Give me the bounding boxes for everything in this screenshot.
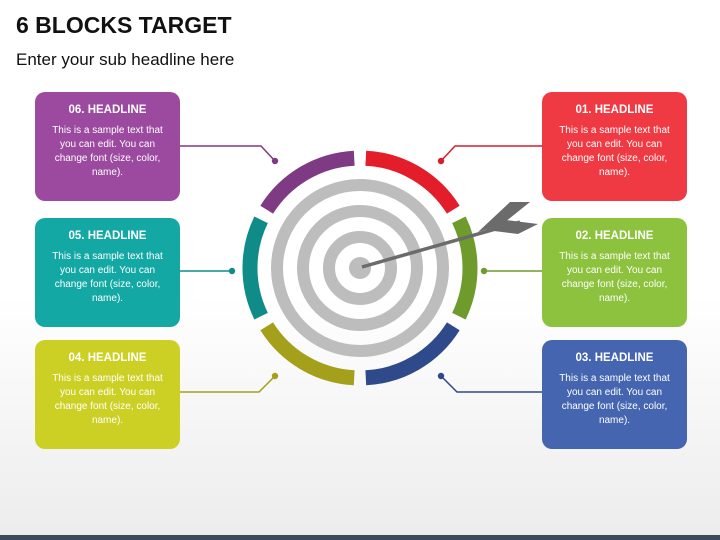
block-03[interactable]: 03. HEADLINE This is a sample text that … <box>542 340 687 449</box>
block-02[interactable]: 02. HEADLINE This is a sample text that … <box>542 218 687 327</box>
connector-06 <box>180 145 276 162</box>
block-01-headline: 01. HEADLINE <box>575 104 654 116</box>
target-bullseye <box>349 257 371 279</box>
block-06-text: This is a sample text that you can edit.… <box>52 125 163 178</box>
segment-ring <box>242 150 478 386</box>
block-03-headline: 03. HEADLINE <box>575 352 654 364</box>
arrow-icon <box>361 202 538 269</box>
connectors <box>180 145 542 393</box>
block-01[interactable]: 01. HEADLINE This is a sample text that … <box>542 92 687 201</box>
connector-04-dot <box>271 372 279 380</box>
block-04[interactable]: 04. HEADLINE This is a sample text that … <box>35 340 180 449</box>
block-04-text: This is a sample text that you can edit.… <box>52 373 163 426</box>
block-05-headline: 05. HEADLINE <box>68 230 147 242</box>
block-06[interactable]: 06. HEADLINE This is a sample text that … <box>35 92 180 201</box>
connector-02-dot <box>480 267 488 275</box>
block-06-headline: 06. HEADLINE <box>68 104 147 116</box>
block-02-headline: 02. HEADLINE <box>575 230 654 242</box>
arrow-fletch-top <box>478 202 530 232</box>
target-ring-middle <box>297 205 423 331</box>
target-ring-inner <box>323 231 397 305</box>
connector-06-dot <box>271 157 279 165</box>
ring-segment-02 <box>452 216 478 320</box>
ring-segment-01 <box>365 150 460 214</box>
block-05-text: This is a sample text that you can edit.… <box>52 251 163 304</box>
block-04-headline: 04. HEADLINE <box>68 352 147 364</box>
connector-01-dot <box>437 157 445 165</box>
target-ring-outer <box>271 179 449 357</box>
block-01-text: This is a sample text that you can edit.… <box>559 125 670 178</box>
connector-01 <box>440 145 542 162</box>
connector-04 <box>180 375 276 393</box>
ring-segment-05 <box>242 216 268 320</box>
arrow-fletch-bottom <box>486 220 538 234</box>
page-title: 6 BLOCKS TARGET <box>16 12 232 38</box>
target-rings <box>271 179 449 357</box>
block-03-text: This is a sample text that you can edit.… <box>559 373 670 426</box>
connector-03 <box>440 375 542 393</box>
connector-05-dot <box>228 267 236 275</box>
block-02-text: This is a sample text that you can edit.… <box>559 251 670 304</box>
ring-segment-06 <box>260 150 355 214</box>
block-05[interactable]: 05. HEADLINE This is a sample text that … <box>35 218 180 327</box>
bottom-bar <box>0 535 720 540</box>
ring-segment-03 <box>365 322 460 386</box>
page-subtitle: Enter your sub headline here <box>16 50 235 69</box>
ring-segment-04 <box>260 322 355 386</box>
connector-03-dot <box>437 372 445 380</box>
